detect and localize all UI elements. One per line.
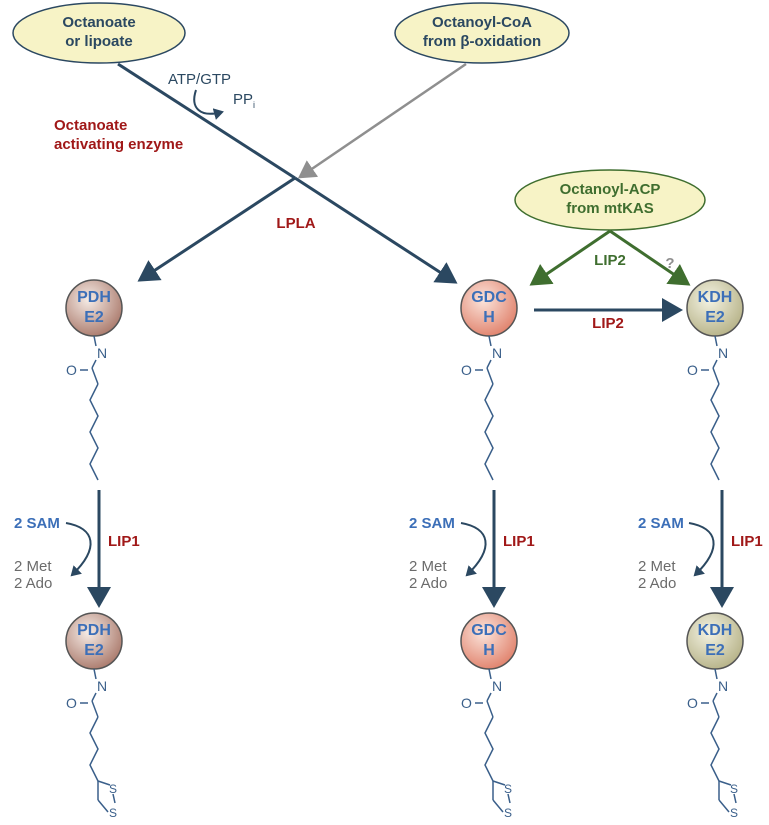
gdc-bottom-line1: GDC (471, 622, 507, 639)
lip2-green-label: LIP2 (594, 252, 626, 269)
gdc-bottom-s1: S (504, 782, 512, 796)
ado-label-gdc: 2 Ado (409, 575, 447, 592)
protein-gdc-h-bottom: GDC H (460, 612, 518, 670)
protein-kdh-e2-bottom: KDH E2 (686, 612, 744, 670)
pdh-bottom-line2: E2 (84, 642, 104, 659)
octanoyl-chain-kdh (701, 335, 720, 481)
sam-label-gdc: 2 SAM (409, 515, 455, 532)
gdc-bottom-o: O (461, 695, 472, 711)
atp-gtp-curved-arrow (193, 89, 224, 120)
gdc-top-n: N (492, 345, 502, 361)
lipoyl-chain-kdh (701, 668, 737, 813)
gdc-bottom-s2: S (504, 806, 512, 820)
octanoyl-chain-gdc (475, 335, 494, 481)
gdc-bottom-n: N (492, 678, 502, 694)
arrow-octanoate-to-lpla (117, 62, 296, 180)
lipoyl-chain-gdc (475, 668, 511, 813)
lip1-label-gdc: LIP1 (503, 533, 535, 550)
ado-label-kdh: 2 Ado (638, 575, 676, 592)
kdh-bottom-line1: KDH (698, 622, 733, 639)
protein-kdh-e2-top: KDH E2 (686, 279, 744, 337)
lipoyl-chain-pdh (80, 668, 116, 813)
octanoate-activating-enzyme-line1: Octanoate (54, 117, 127, 134)
sam-curved-arrow-pdh (65, 522, 92, 577)
gdc-bottom-line2: H (483, 642, 495, 659)
met-label-gdc: 2 Met (409, 558, 447, 575)
gdc-top-line1: GDC (471, 289, 507, 306)
sam-curved-arrow-kdh (688, 522, 715, 577)
pdh-bottom-n: N (97, 678, 107, 694)
pdh-top-n: N (97, 345, 107, 361)
arrow-acp-to-kdh (609, 229, 691, 286)
lip1-reaction-kdh: 2 SAM LIP1 2 Met 2 Ado (638, 490, 763, 608)
sam-curved-arrow-gdc (460, 522, 487, 577)
source-octanoyl-acp-line2: from mtKAS (566, 200, 654, 217)
octanoate-activating-enzyme-line2: activating enzyme (54, 136, 183, 153)
lpla-label: LPLA (276, 215, 315, 232)
arrow-lpla-to-pdh (137, 176, 296, 282)
sam-label-kdh: 2 SAM (638, 515, 684, 532)
protein-gdc-h-top: GDC H (460, 279, 518, 337)
lip2-red-label: LIP2 (592, 315, 624, 332)
arrow-acp-to-gdc (529, 229, 611, 286)
pdh-bottom-line1: PDH (77, 622, 111, 639)
pdh-bottom-s2: S (109, 806, 117, 820)
octanoyl-chain-pdh (80, 335, 99, 481)
kdh-top-n: N (718, 345, 728, 361)
arrow-octanoyl-coa-to-lpla (297, 62, 467, 179)
kdh-top-o: O (687, 362, 698, 378)
arrow-lpla-to-gdc (294, 176, 458, 284)
ado-label-pdh: 2 Ado (14, 575, 52, 592)
kdh-bottom-s2: S (730, 806, 738, 820)
atp-gtp-label: ATP/GTP (168, 71, 231, 88)
met-label-pdh: 2 Met (14, 558, 52, 575)
question-mark-label: ? (665, 255, 674, 272)
source-octanoate-line2: or lipoate (65, 33, 133, 50)
ppi-label: PPi (233, 91, 255, 110)
lip1-label-kdh: LIP1 (731, 533, 763, 550)
lip1-label-pdh: LIP1 (108, 533, 140, 550)
pdh-top-line1: PDH (77, 289, 111, 306)
gdc-top-line2: H (483, 309, 495, 326)
pdh-bottom-o: O (66, 695, 77, 711)
kdh-bottom-s1: S (730, 782, 738, 796)
source-octanoate-line1: Octanoate (62, 14, 135, 31)
lip1-reaction-gdc: 2 SAM LIP1 2 Met 2 Ado (409, 490, 535, 608)
gdc-top-o: O (461, 362, 472, 378)
met-label-kdh: 2 Met (638, 558, 676, 575)
protein-pdh-e2-top: PDH E2 (65, 279, 123, 337)
pdh-top-line2: E2 (84, 309, 104, 326)
source-octanoyl-acp-line1: Octanoyl-ACP (560, 181, 661, 198)
pdh-bottom-s1: S (109, 782, 117, 796)
protein-pdh-e2-bottom: PDH E2 (65, 612, 123, 670)
source-octanoyl-coa-line1: Octanoyl-CoA (432, 14, 532, 31)
source-octanoate: Octanoate or lipoate (12, 2, 186, 64)
source-octanoyl-coa: Octanoyl-CoA from β-oxidation (394, 2, 570, 64)
kdh-bottom-n: N (718, 678, 728, 694)
source-octanoyl-coa-line2: from β-oxidation (423, 33, 541, 50)
kdh-top-line1: KDH (698, 289, 733, 306)
source-octanoyl-acp: Octanoyl-ACP from mtKAS (514, 169, 706, 231)
kdh-bottom-o: O (687, 695, 698, 711)
kdh-top-line2: E2 (705, 309, 725, 326)
kdh-bottom-line2: E2 (705, 642, 725, 659)
pdh-top-o: O (66, 362, 77, 378)
lip1-reaction-pdh: 2 SAM LIP1 2 Met 2 Ado (14, 490, 140, 608)
sam-label-pdh: 2 SAM (14, 515, 60, 532)
